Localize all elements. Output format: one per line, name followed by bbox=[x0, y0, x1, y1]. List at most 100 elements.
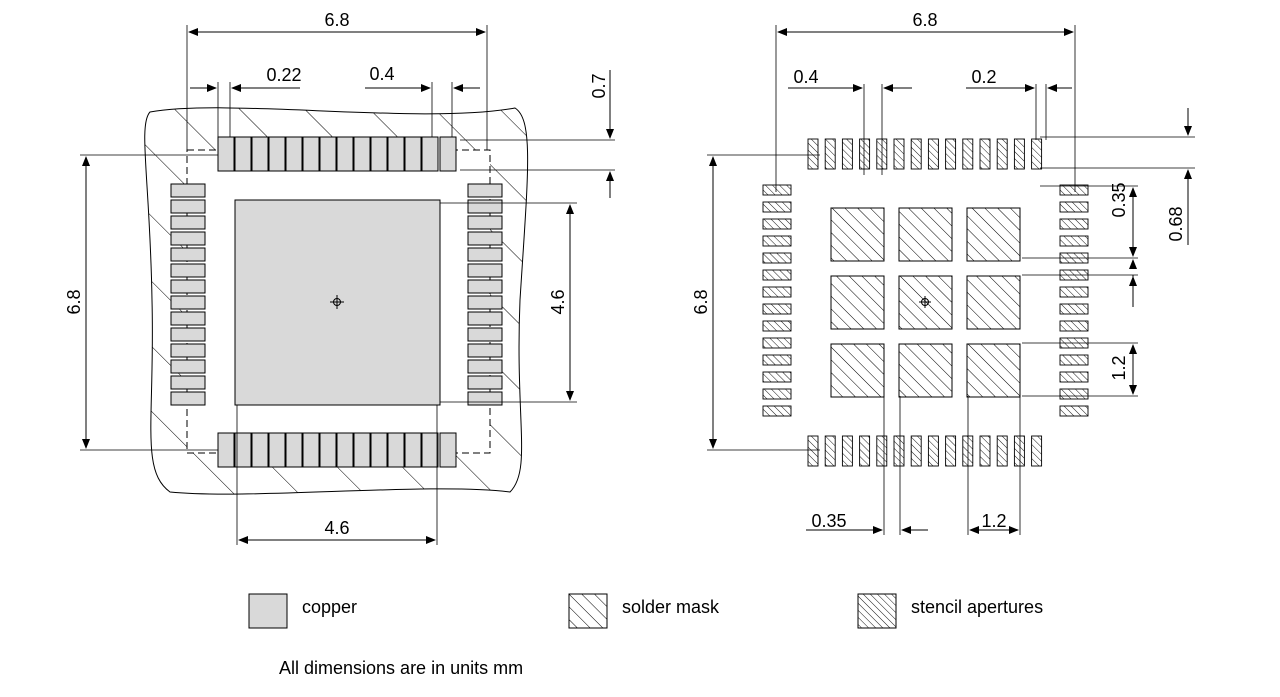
aperture-left bbox=[762, 371, 792, 383]
pad-top bbox=[439, 136, 457, 172]
aperture-right bbox=[1059, 371, 1089, 383]
dim-right-block-size-bottom: 1.2 bbox=[981, 511, 1006, 531]
aperture-top bbox=[962, 138, 974, 170]
aperture-bottom bbox=[807, 435, 819, 467]
stencil-block bbox=[830, 275, 885, 330]
pad-left bbox=[170, 327, 206, 342]
legend-label-stencil: stencil apertures bbox=[911, 597, 1043, 617]
pad-bottom bbox=[404, 432, 422, 468]
dim-left-pad-height: 4.6 bbox=[548, 289, 568, 314]
legend-item-stencil: stencil apertures bbox=[857, 593, 1043, 629]
legend: copper solder mask stencil apertures All… bbox=[248, 593, 1043, 678]
pad-left bbox=[170, 343, 206, 358]
stencil-block bbox=[898, 207, 953, 262]
aperture-bottom bbox=[824, 435, 836, 467]
pad-top bbox=[285, 136, 303, 172]
aperture-top bbox=[841, 138, 853, 170]
aperture-right bbox=[1059, 286, 1089, 298]
pad-right bbox=[467, 327, 503, 342]
stencil-block bbox=[966, 207, 1021, 262]
pad-top bbox=[268, 136, 286, 172]
aperture-right bbox=[1059, 354, 1089, 366]
aperture-right bbox=[1059, 235, 1089, 247]
aperture-top bbox=[824, 138, 836, 170]
legend-label-solder-mask: solder mask bbox=[622, 597, 720, 617]
aperture-right bbox=[1059, 320, 1089, 332]
left-view-copper-and-mask bbox=[144, 107, 529, 495]
pad-left bbox=[170, 359, 206, 374]
dim-right-pad-span: 0.68 bbox=[1166, 206, 1186, 241]
pad-right bbox=[467, 375, 503, 390]
aperture-bottom bbox=[859, 435, 871, 467]
aperture-top bbox=[945, 138, 957, 170]
pad-top bbox=[217, 136, 235, 172]
aperture-bottom bbox=[876, 435, 888, 467]
aperture-top bbox=[1013, 138, 1025, 170]
pad-left bbox=[170, 199, 206, 214]
pad-right bbox=[467, 263, 503, 278]
dim-left-width: 6.8 bbox=[324, 10, 349, 30]
pad-right bbox=[467, 231, 503, 246]
stencil-block bbox=[830, 207, 885, 262]
pad-top bbox=[234, 136, 252, 172]
pad-right bbox=[467, 295, 503, 310]
aperture-left bbox=[762, 320, 792, 332]
pad-bottom bbox=[336, 432, 354, 468]
pad-right bbox=[467, 199, 503, 214]
pad-bottom bbox=[319, 432, 337, 468]
pad-right bbox=[467, 311, 503, 326]
pad-left bbox=[170, 183, 206, 198]
right-dimensions: 6.8 0.4 0.2 0.68 0.35 1.2 6.8 0.35 1.2 bbox=[691, 10, 1195, 535]
dim-left-pad-width: 0.22 bbox=[266, 65, 301, 85]
dim-right-pitch: 0.4 bbox=[793, 67, 818, 87]
pad-left bbox=[170, 375, 206, 390]
pad-left bbox=[170, 311, 206, 326]
dim-left-height: 6.8 bbox=[64, 289, 84, 314]
aperture-right bbox=[1059, 201, 1089, 213]
pad-right bbox=[467, 343, 503, 358]
aperture-right bbox=[1059, 388, 1089, 400]
aperture-left bbox=[762, 184, 792, 196]
aperture-top bbox=[859, 138, 871, 170]
aperture-left bbox=[762, 201, 792, 213]
stencil-block bbox=[898, 343, 953, 398]
legend-swatch-copper bbox=[248, 593, 288, 629]
dim-left-pitch: 0.4 bbox=[369, 64, 394, 84]
aperture-top bbox=[893, 138, 905, 170]
aperture-bottom bbox=[1013, 435, 1025, 467]
aperture-right bbox=[1059, 303, 1089, 315]
footnote: All dimensions are in units mm bbox=[279, 658, 523, 678]
aperture-left bbox=[762, 218, 792, 230]
aperture-left bbox=[762, 388, 792, 400]
pad-bottom bbox=[234, 432, 252, 468]
aperture-bottom bbox=[910, 435, 922, 467]
aperture-left bbox=[762, 405, 792, 417]
center-mark bbox=[330, 295, 344, 309]
pad-left bbox=[170, 263, 206, 278]
pad-bottom bbox=[421, 432, 439, 468]
pad-top bbox=[302, 136, 320, 172]
pad-top bbox=[251, 136, 269, 172]
aperture-top bbox=[1031, 138, 1043, 170]
pad-left bbox=[170, 391, 206, 406]
aperture-top bbox=[979, 138, 991, 170]
pad-left bbox=[170, 215, 206, 230]
right-pads bbox=[762, 138, 1089, 467]
left-dimensions: 6.8 0.22 0.4 0.7 6.8 4.6 4.6 bbox=[64, 10, 615, 545]
aperture-bottom bbox=[927, 435, 939, 467]
aperture-top bbox=[996, 138, 1008, 170]
aperture-bottom bbox=[979, 435, 991, 467]
pad-top bbox=[404, 136, 422, 172]
dim-right-height: 6.8 bbox=[691, 289, 711, 314]
aperture-top bbox=[807, 138, 819, 170]
pad-left bbox=[170, 279, 206, 294]
pad-top bbox=[370, 136, 388, 172]
aperture-bottom bbox=[841, 435, 853, 467]
dim-right-width: 6.8 bbox=[912, 10, 937, 30]
aperture-bottom bbox=[996, 435, 1008, 467]
left-pads bbox=[170, 136, 503, 468]
aperture-left bbox=[762, 337, 792, 349]
pad-right bbox=[467, 215, 503, 230]
aperture-left bbox=[762, 252, 792, 264]
